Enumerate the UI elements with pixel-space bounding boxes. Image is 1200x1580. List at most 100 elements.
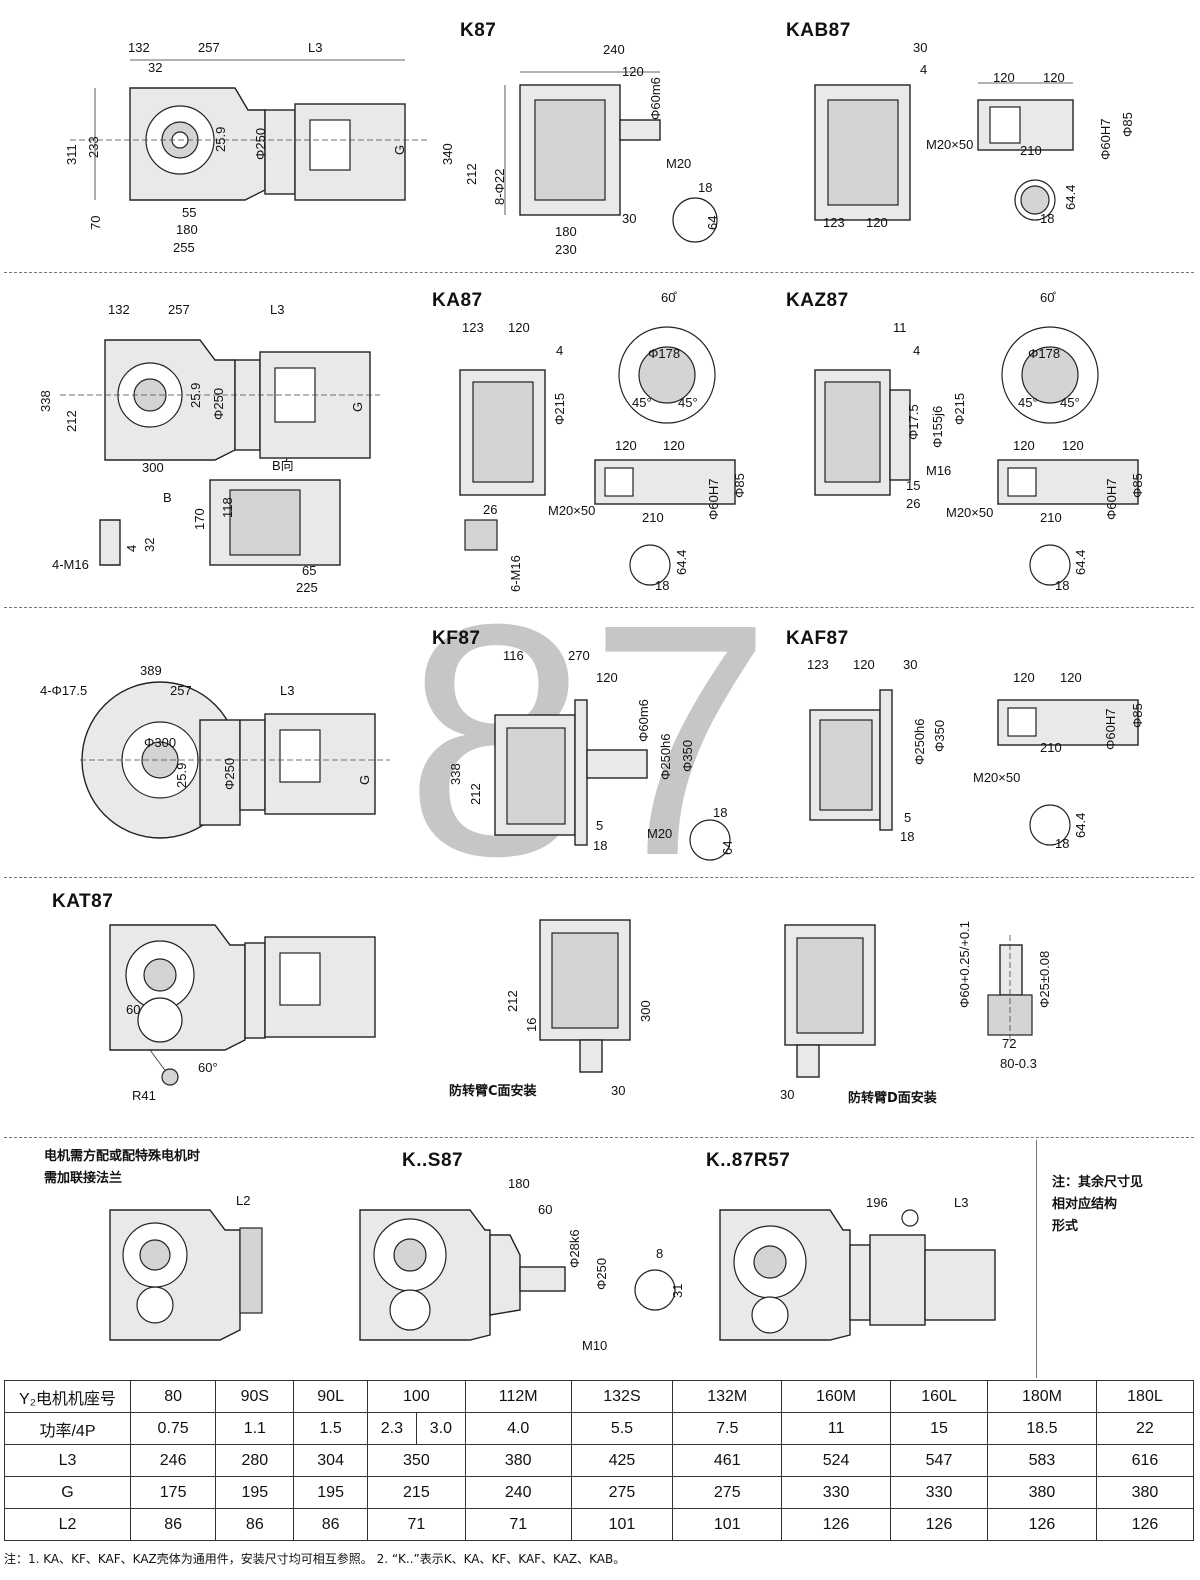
table-cell: 380 [464, 1444, 572, 1477]
dim-label: G [357, 774, 372, 785]
table-cell: 101 [672, 1508, 783, 1541]
table-cell: 583 [987, 1444, 1097, 1477]
dim-label: 340 [440, 143, 455, 165]
dim-label: Φ250 [253, 127, 268, 160]
dim-label: Φ85 [1130, 473, 1145, 498]
dim-label: 120 [993, 70, 1015, 85]
dim-label: 30 [913, 40, 928, 55]
mount-c-caption: 防转臂C面安装 [449, 1084, 537, 1099]
dim-label: 120 [622, 64, 644, 79]
row-header: Y₂电机机座号 [4, 1380, 131, 1413]
dim-label: M20×50 [973, 770, 1021, 785]
dim-label: 120 [1062, 438, 1084, 453]
table-cell: 0.75 [129, 1412, 217, 1445]
dim-label: Φ85 [732, 473, 747, 498]
dim-label: 132 [108, 302, 130, 317]
dim-label: M20×50 [946, 505, 994, 520]
dim-label: 225 [296, 580, 318, 595]
dim-label: M16 [926, 463, 952, 478]
dim-label: 120 [1060, 670, 1082, 685]
flange-drawing [109, 1209, 263, 1341]
dim-label: 4 [920, 62, 928, 77]
side-note: 注：其余尺寸见 相对应结构 形式 [1052, 1175, 1144, 1234]
dim-label: 18 [698, 180, 713, 195]
dim-label: B向 [272, 458, 294, 473]
dim-label: 196 [866, 1195, 888, 1210]
table-cell: 132M [672, 1380, 783, 1413]
table-cell: 15 [889, 1412, 989, 1445]
table-cell: 80 [129, 1380, 217, 1413]
dim-label: 45° [1060, 395, 1080, 410]
table-cell: 3.0 [415, 1412, 466, 1445]
table-cell: 2.3 [366, 1412, 417, 1445]
table-cell: 246 [129, 1444, 217, 1477]
dim-label: 118 [220, 497, 235, 518]
table-cell: 547 [889, 1444, 989, 1477]
dim-label: 72 [1002, 1036, 1017, 1051]
dim-label: 32 [142, 537, 157, 552]
table-cell: 616 [1095, 1444, 1195, 1477]
dim-label: 60 [538, 1202, 553, 1217]
table-cell: 126 [781, 1508, 891, 1541]
dim-label: 257 [198, 40, 220, 55]
dim-label: Φ155j6 [930, 405, 945, 448]
table-cell: 112M [464, 1380, 572, 1413]
dim-label: Φ17.5 [906, 404, 921, 440]
dim-label: 4 [556, 343, 564, 358]
dim-label: Φ350 [680, 739, 695, 772]
section-divider [4, 607, 1194, 608]
dim-label: 18 [1040, 211, 1055, 226]
dim-label: 210 [1040, 740, 1062, 755]
table-cell: 1.5 [293, 1412, 368, 1445]
dim-label: 64.4 [1073, 549, 1088, 575]
dim-label: 389 [140, 663, 162, 678]
dim-label: 45° [632, 395, 652, 410]
section-divider [4, 877, 1194, 878]
k87r57-drawing [719, 1209, 996, 1341]
dim-label: 180 [555, 224, 577, 239]
dim-label: 60̊ [661, 290, 676, 305]
dim-label: Φ250h6 [912, 718, 927, 765]
dim-label: 18 [713, 805, 728, 820]
title-kab87: KAB87 [786, 20, 851, 41]
table-cell: 425 [570, 1444, 674, 1477]
dim-label: 180 [508, 1176, 530, 1191]
table-cell: 4.0 [464, 1412, 572, 1445]
dim-label: Φ250h6 [658, 733, 673, 780]
dim-label: 120 [1043, 70, 1065, 85]
kf-side-view-drawing [80, 681, 390, 839]
dim-label: 18 [1055, 836, 1070, 851]
dim-label: 132 [128, 40, 150, 55]
dim-label: 6-M16 [508, 555, 523, 592]
dim-label: 311 [64, 144, 79, 165]
table-cell: 5.5 [570, 1412, 674, 1445]
torque-arm-c-drawing [539, 919, 631, 1073]
table-cell: 7.5 [672, 1412, 783, 1445]
k-side-view-drawing [70, 59, 430, 201]
table-cell: 160L [889, 1380, 989, 1413]
dim-label: Φ60H7 [1104, 478, 1119, 520]
kab87-drawing [814, 82, 1074, 221]
table-cell: 180M [987, 1380, 1097, 1413]
dim-label: 60̊ [1040, 290, 1055, 305]
table-cell: 275 [570, 1476, 674, 1509]
dim-label: 338 [448, 763, 463, 785]
dim-label: 212 [64, 410, 79, 432]
dim-label: 210 [1040, 510, 1062, 525]
dim-label: 70 [88, 215, 103, 230]
dim-label: 31 [670, 1283, 685, 1298]
title-ka87: KA87 [432, 290, 483, 311]
dim-label: Φ250 [594, 1257, 609, 1290]
mount-d-caption: 防转臂D面安装 [848, 1091, 937, 1106]
table-cell: 275 [672, 1476, 783, 1509]
table-cell: 126 [987, 1508, 1097, 1541]
title-ks87: K..S87 [402, 1150, 464, 1171]
row-header: L3 [4, 1444, 131, 1477]
dim-label: Φ85 [1130, 703, 1145, 728]
dim-label: L2 [236, 1193, 251, 1208]
dim-label: M20×50 [926, 137, 974, 152]
table-cell: 86 [129, 1508, 217, 1541]
dim-label: Φ215 [552, 392, 567, 425]
